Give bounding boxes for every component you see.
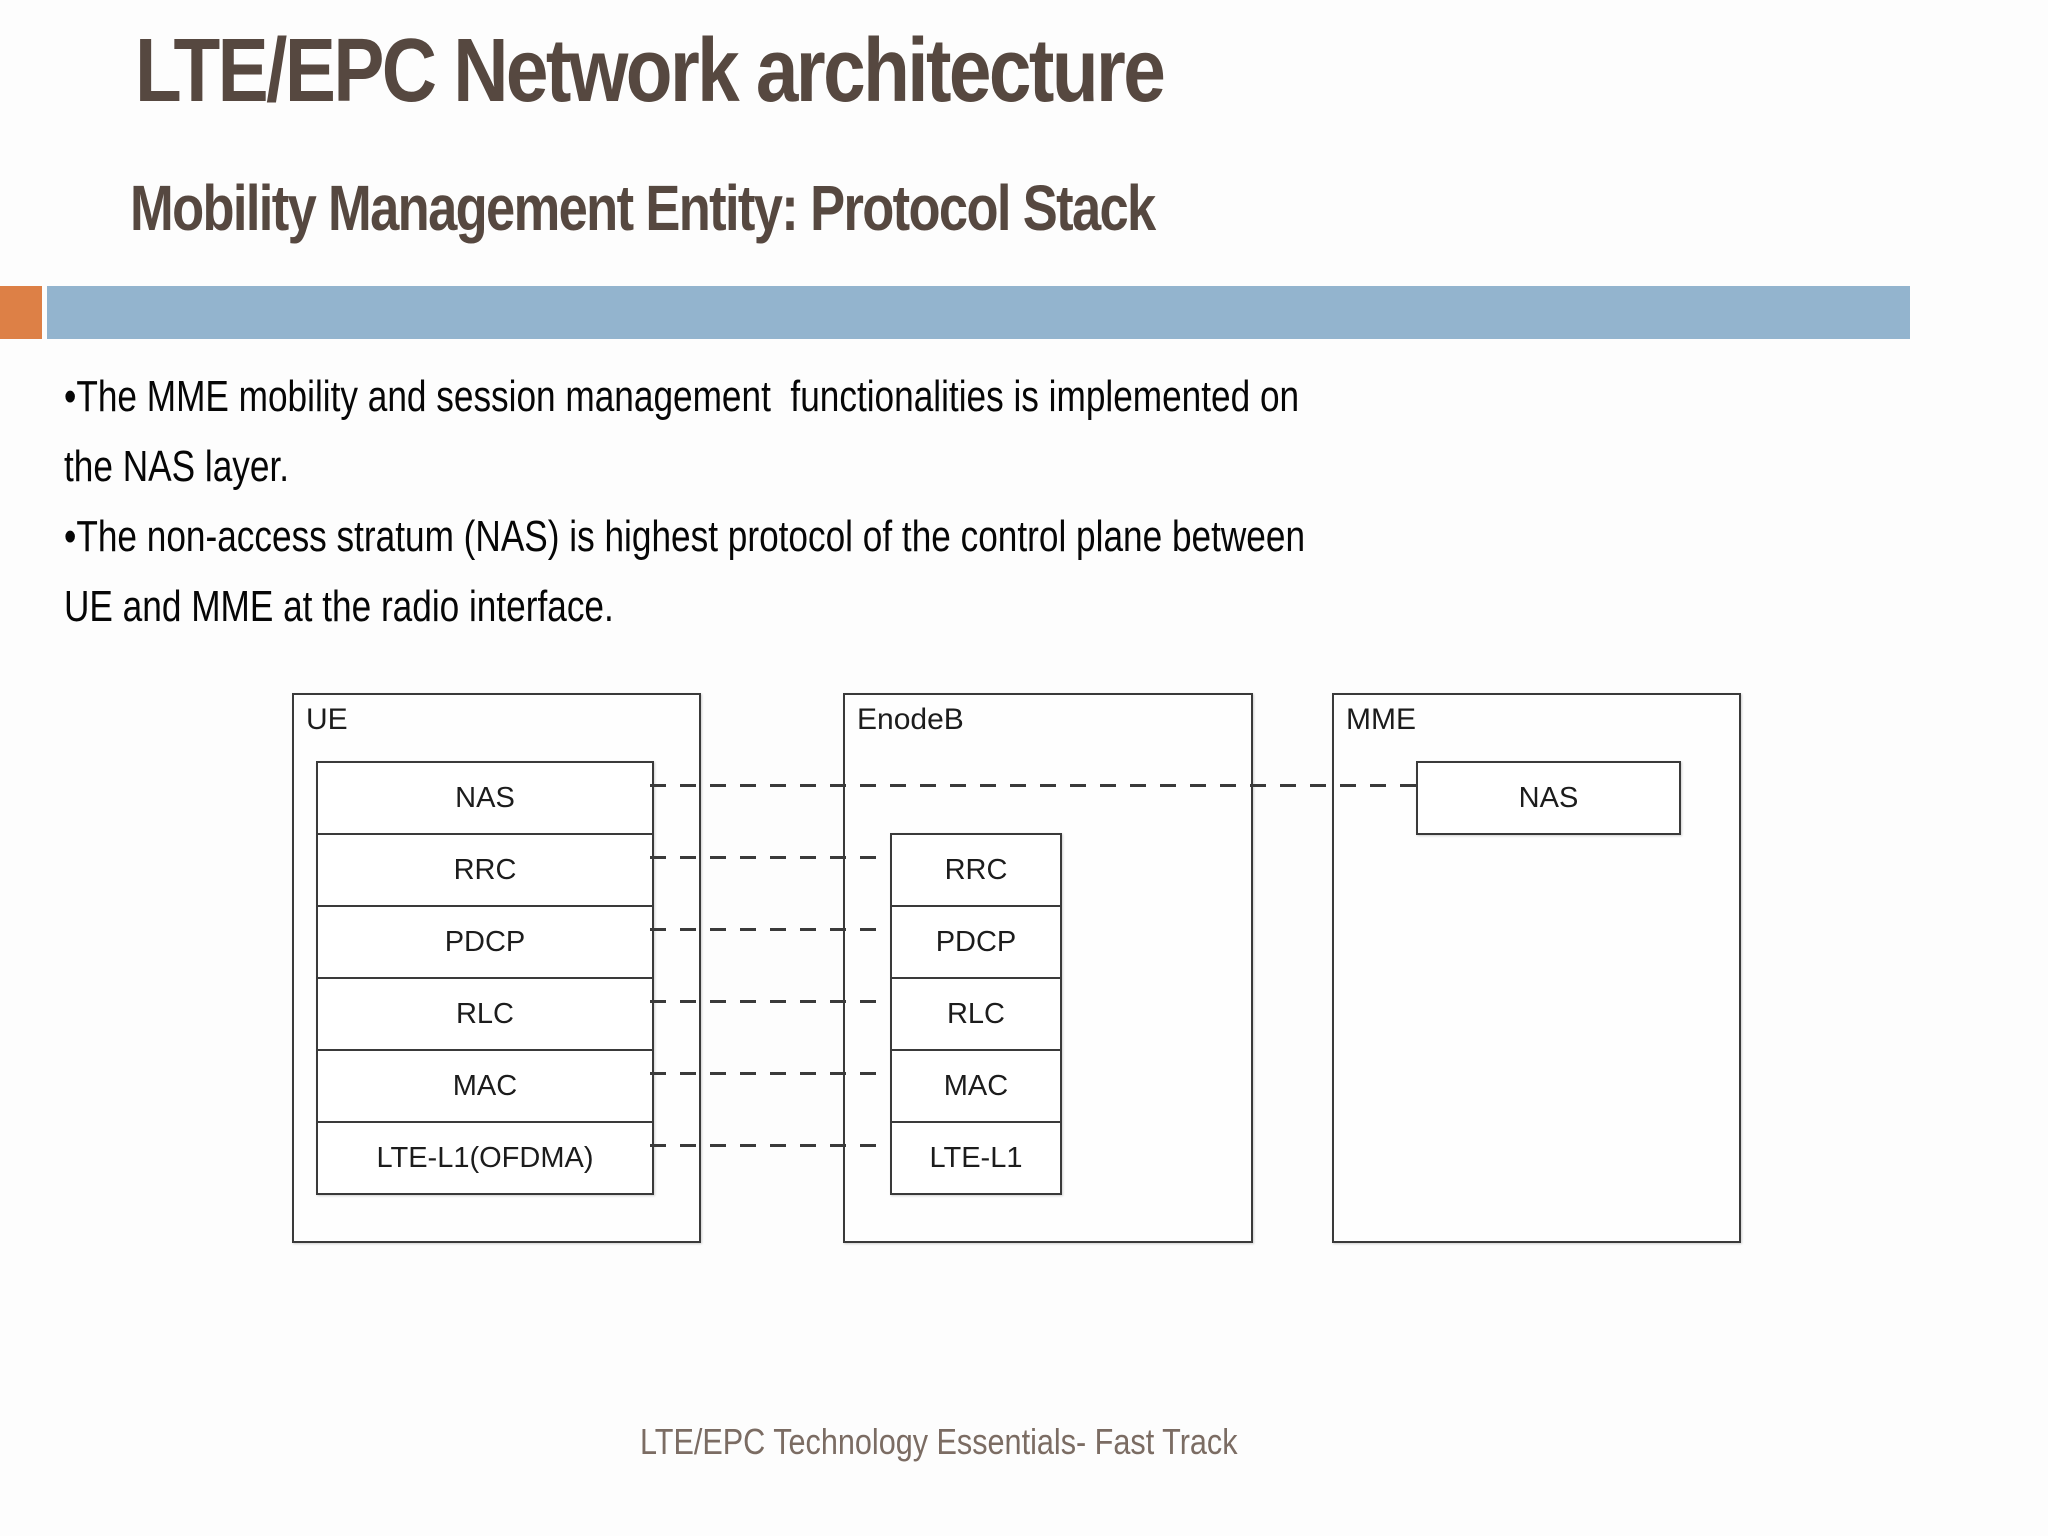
enodeb-layer-pdcp: PDCP: [892, 907, 1060, 979]
enodeb-layer-lte-l1: LTE-L1: [929, 1141, 1023, 1174]
bullet-1-line-2: the NAS layer.: [64, 442, 290, 491]
enodeb-node-label: EnodeB: [857, 703, 964, 736]
accent-bar-orange: [0, 286, 42, 339]
ue-layer-nas: NAS: [318, 763, 652, 835]
ue-layer-lte-l1: LTE-L1(OFDMA): [376, 1141, 594, 1174]
bullet-1-line-1: •The MME mobility and session management…: [64, 372, 1300, 421]
mme-protocol-stack: NAS: [1416, 761, 1681, 835]
bullet-2-line-2: UE and MME at the radio interface.: [64, 582, 614, 631]
bullet-2-line-1: •The non-access stratum (NAS) is highest…: [64, 512, 1306, 561]
ue-node-label: UE: [306, 703, 348, 736]
page-subtitle: Mobility Management Entity: Protocol Sta…: [130, 172, 1380, 246]
bullet-list: •The MME mobility and session management…: [64, 362, 1615, 642]
slide-footer-text: LTE/EPC Technology Essentials- Fast Trac…: [640, 1421, 1238, 1462]
ue-layer-mac: MAC: [318, 1051, 652, 1123]
ue-layer-rlc: RLC: [318, 979, 652, 1051]
enodeb-protocol-stack: RRC PDCP RLC MAC LTE-L1: [890, 833, 1062, 1195]
page-subtitle-text: Mobility Management Entity: Protocol Sta…: [130, 172, 1156, 244]
ue-protocol-stack: NAS RRC PDCP RLC MAC LTE-L1(OFDMA): [316, 761, 654, 1195]
page-title: LTE/EPC Network architecture: [135, 20, 1345, 124]
connector-nas-ue-mme: [650, 784, 1416, 787]
enodeb-node-box: EnodeB RRC PDCP RLC MAC LTE-L1: [843, 693, 1253, 1243]
ue-layer-pdcp: PDCP: [318, 907, 652, 979]
connector-rlc: [650, 1000, 890, 1003]
page-title-text: LTE/EPC Network architecture: [135, 21, 1166, 121]
enodeb-layer-mac: MAC: [892, 1051, 1060, 1123]
connector-rrc: [650, 856, 890, 859]
mme-layer-nas: NAS: [1518, 781, 1579, 814]
enodeb-layer-rrc: RRC: [892, 835, 1060, 907]
ue-layer-rrc: RRC: [318, 835, 652, 907]
slide-footer: LTE/EPC Technology Essentials- Fast Trac…: [640, 1420, 1343, 1463]
connector-pdcp: [650, 928, 890, 931]
ue-node-box: UE NAS RRC PDCP RLC MAC LTE-L1(OFDMA): [292, 693, 701, 1243]
connector-mac: [650, 1072, 890, 1075]
connector-lte-l1: [650, 1144, 890, 1147]
accent-bar-blue: [47, 286, 1910, 339]
mme-node-label: MME: [1346, 703, 1416, 736]
mme-node-box: MME NAS: [1332, 693, 1741, 1243]
enodeb-layer-rlc: RLC: [892, 979, 1060, 1051]
